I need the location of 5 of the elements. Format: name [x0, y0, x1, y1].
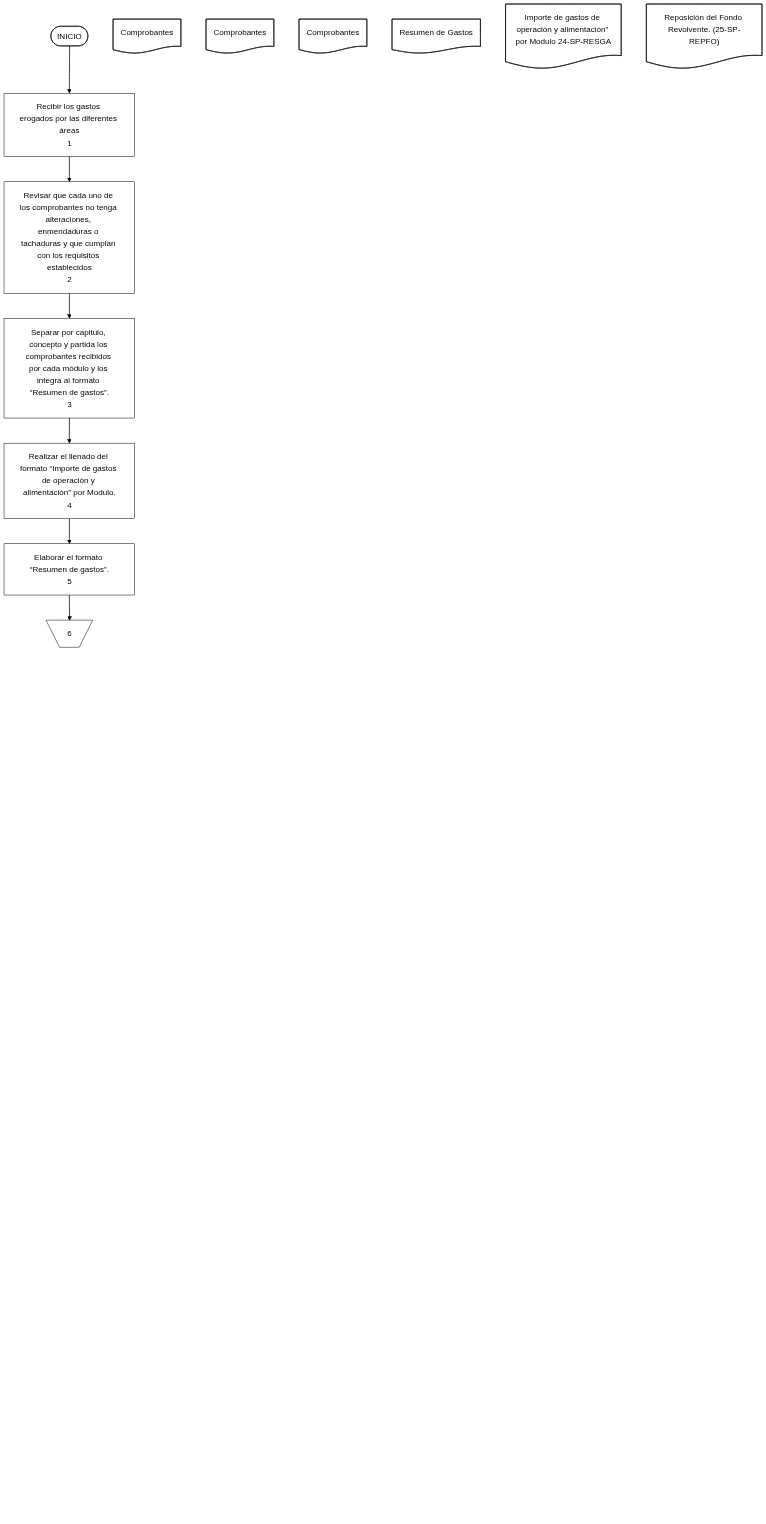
node-box: Recibir los gastos erogados por las diferentes áreas 1 — [3, 93, 135, 157]
node-box: Realizar el llenado del formato “Importe de gastos de operación y alimentación” por Modulo. 4 — [3, 442, 135, 519]
node-box: Revisar que cada uno de los comprobantes no tenga alteraciones, enmendaduras o tachaduras y que cumplan con los requisitos establecidos 2 — [3, 181, 135, 294]
node-box: Elaborar el formato “Resumen de gastos”. 5 — [3, 543, 135, 596]
node-box: Separar por capitulo, concepto y partida los comprobantes recibidos por cada módulo y los integra al formato “Resumen de gastos”. 3 — [3, 318, 135, 419]
